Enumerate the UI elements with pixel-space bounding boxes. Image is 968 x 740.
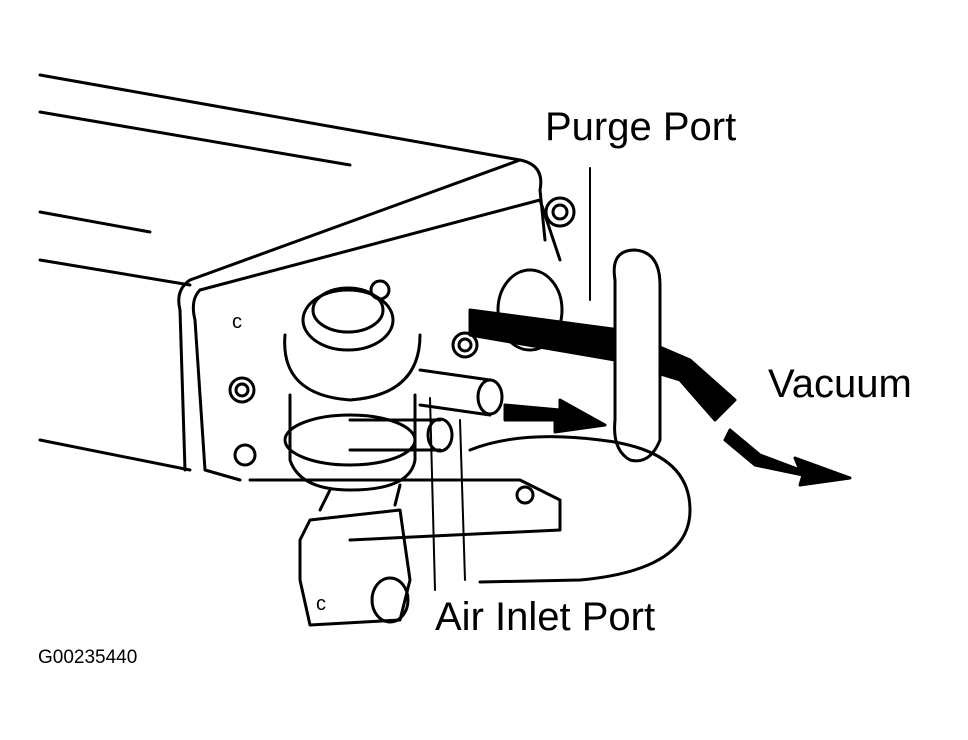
- vsv-valve: [283, 286, 504, 492]
- finger: [612, 248, 662, 463]
- connector: [298, 483, 412, 627]
- air-inlet-leader-1: [429, 397, 436, 591]
- vacuum-label: Vacuum: [768, 362, 912, 406]
- air-inlet-port-label: Air Inlet Port: [435, 595, 656, 639]
- base-circle: [468, 435, 692, 584]
- svg-text:c: c: [232, 311, 242, 333]
- purge-port-nipple: [496, 268, 564, 352]
- vacuum-arrow: [723, 428, 852, 487]
- air-inlet-leader-2: [459, 419, 466, 581]
- purge-hose: [468, 308, 737, 422]
- canister-body: [38, 73, 562, 482]
- purge-port-label: Purge Port: [545, 105, 737, 149]
- figure-code: G00235440: [38, 647, 138, 668]
- air-inlet-arrow: [503, 398, 607, 434]
- bracket: [248, 478, 562, 542]
- svg-text:c: c: [316, 593, 326, 615]
